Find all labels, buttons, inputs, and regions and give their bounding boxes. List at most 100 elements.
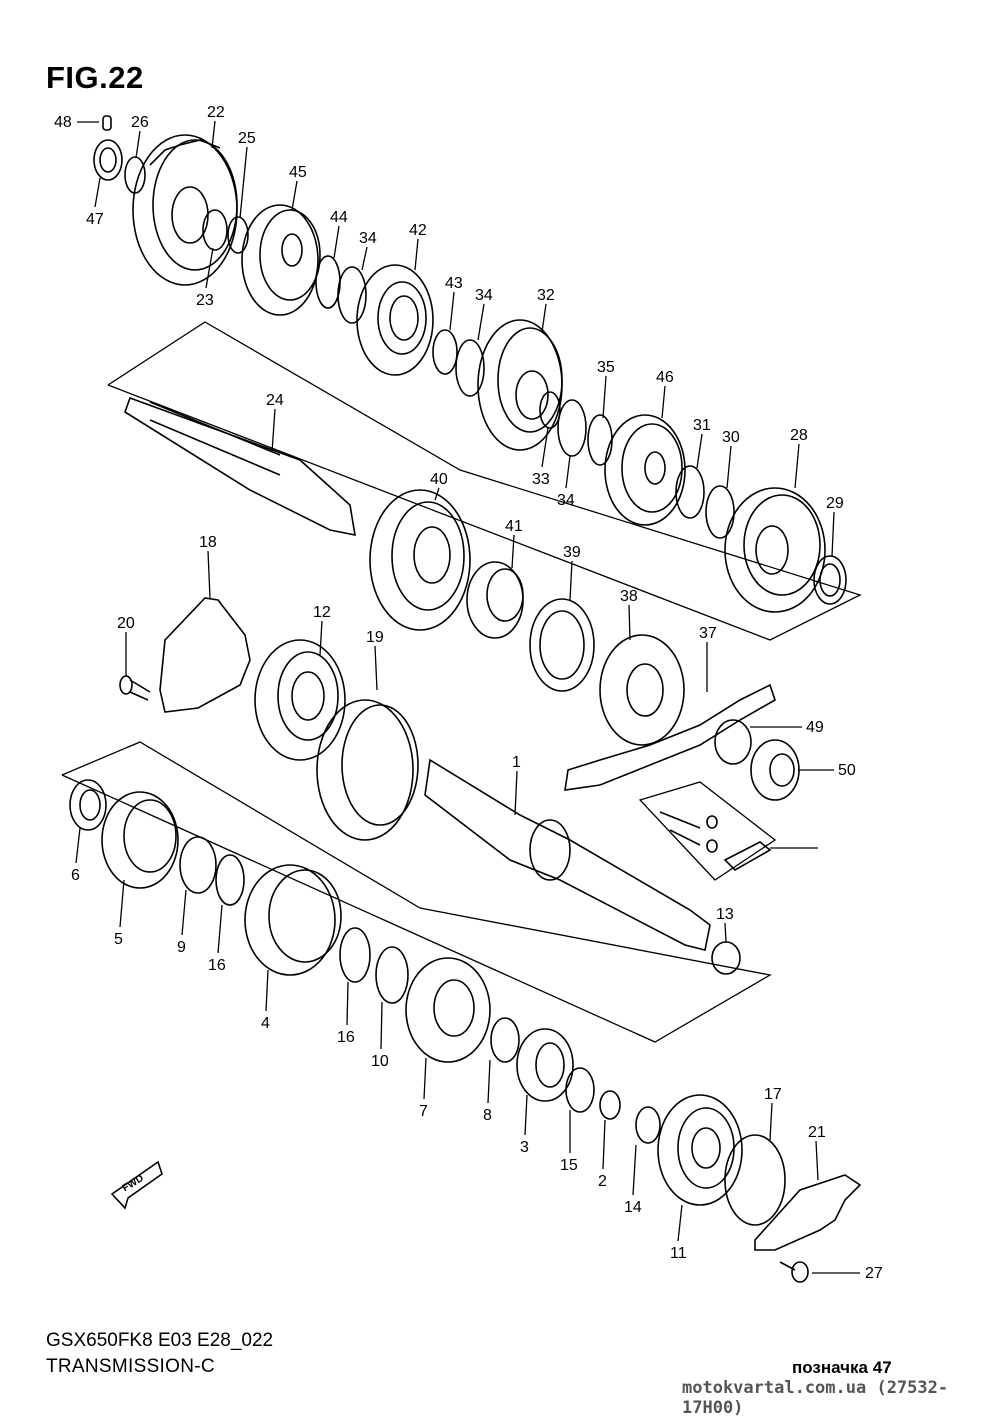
svg-text:16: 16	[337, 1029, 355, 1046]
lower-group-frame	[61, 741, 772, 1043]
callout-29: 29	[826, 495, 844, 557]
callout-45: 38	[620, 588, 638, 641]
svg-text:47: 47	[86, 211, 104, 228]
callout-4: 4	[261, 969, 270, 1032]
callout-28: 28	[790, 427, 808, 489]
washer-9	[179, 836, 217, 894]
callout-42: 48	[54, 114, 99, 131]
callout-32: 32	[537, 287, 555, 333]
callout-31: 31	[693, 417, 711, 469]
gear-24	[132, 134, 238, 286]
callout-48: 50	[798, 762, 856, 779]
callout-34c: 34	[557, 455, 575, 509]
svg-text:21: 21	[808, 1124, 826, 1141]
svg-text:45: 45	[289, 164, 307, 181]
svg-text:28: 28	[790, 427, 808, 444]
svg-text:49: 49	[806, 719, 824, 736]
svg-text:40: 40	[430, 471, 448, 488]
svg-text:8: 8	[483, 1107, 492, 1124]
callout-40: 46	[656, 369, 674, 419]
needle-bearing-41	[93, 139, 123, 181]
callout-49: 37	[699, 625, 717, 692]
callout-26: 26	[131, 114, 149, 159]
mark-label: позначка 47	[792, 1358, 892, 1377]
retainer-19	[316, 699, 419, 841]
callout-30: 30	[722, 429, 740, 489]
fwd-label: FWD	[121, 1173, 146, 1194]
driveshaft-1	[424, 758, 711, 951]
washer-2	[599, 1090, 621, 1120]
washer-30	[705, 485, 735, 539]
callout-5: 5	[114, 879, 125, 948]
bushing-8	[490, 1017, 520, 1063]
countershaft-23	[124, 396, 356, 537]
callout-33: 33	[532, 427, 550, 488]
callout-47: 49	[750, 719, 824, 736]
svg-text:32: 32	[537, 287, 555, 304]
svg-text:41: 41	[505, 518, 523, 535]
bolt-20	[119, 675, 151, 701]
model-code: GSX650FK8 E03 E28_022	[46, 1330, 274, 1351]
callout-41: 47	[86, 177, 104, 228]
svg-text:18: 18	[199, 534, 217, 551]
bushing-33	[539, 391, 561, 429]
bearing-6	[69, 779, 107, 831]
figure-title: FIG.22	[46, 60, 144, 95]
gear-4	[244, 864, 342, 976]
callout-34a: 34	[359, 230, 377, 271]
fwd-arrow: FWD	[110, 1160, 163, 1210]
gear-32	[477, 319, 563, 451]
bearing-11	[657, 1094, 743, 1206]
callout-27: 25	[238, 130, 256, 219]
svg-text:9: 9	[177, 939, 186, 956]
callout-19: 19	[366, 629, 384, 691]
svg-text:3: 3	[520, 1139, 529, 1156]
source-watermark: motokvartal.com.ua (27532-17H00)	[682, 1378, 949, 1418]
svg-text:27: 27	[865, 1265, 883, 1282]
svg-text:35: 35	[597, 359, 615, 376]
callout-44: 39	[563, 544, 581, 601]
callout-9: 9	[177, 889, 187, 956]
spacer-46	[466, 561, 524, 639]
callout-34b: 34	[475, 287, 493, 341]
washer-34a	[337, 266, 367, 324]
callout-12: 12	[313, 604, 331, 656]
circlip-16a	[215, 854, 245, 906]
callout-37: 43	[445, 275, 463, 331]
callout-43: 40	[430, 471, 448, 501]
pin-42	[102, 115, 112, 131]
svg-text:13: 13	[716, 906, 734, 923]
circlip-35	[587, 414, 613, 466]
svg-text:7: 7	[419, 1103, 428, 1120]
gear-7	[405, 957, 491, 1063]
callout-16a: 16	[208, 904, 226, 974]
callout-20: 20	[117, 615, 135, 676]
svg-text:17: 17	[764, 1086, 782, 1103]
svg-text:38: 38	[620, 588, 638, 605]
svg-text:5: 5	[114, 931, 123, 948]
callout-35: 35	[597, 359, 615, 419]
callout-14: 14	[624, 1144, 642, 1216]
svg-text:46: 46	[656, 369, 674, 386]
nut-48	[750, 739, 800, 801]
gear-28	[724, 487, 826, 613]
gear-36	[356, 264, 434, 376]
oil-seal-44	[529, 598, 595, 692]
circlip-31	[675, 465, 705, 519]
gear-5	[101, 791, 179, 889]
svg-text:10: 10	[371, 1053, 389, 1070]
svg-text:44: 44	[330, 209, 348, 226]
gear-39	[241, 204, 321, 316]
svg-text:48: 48	[54, 114, 72, 131]
callout-18: 18	[199, 534, 217, 599]
bearing-29	[813, 555, 847, 605]
callout-6: 6	[71, 827, 81, 884]
washer-27	[227, 216, 249, 254]
svg-text:6: 6	[71, 867, 80, 884]
callout-3: 3	[520, 1094, 529, 1156]
circlip-16b	[339, 927, 371, 983]
callout-25: 23	[196, 247, 214, 309]
sprocket-45	[599, 634, 685, 746]
bolt-22	[779, 1261, 809, 1283]
